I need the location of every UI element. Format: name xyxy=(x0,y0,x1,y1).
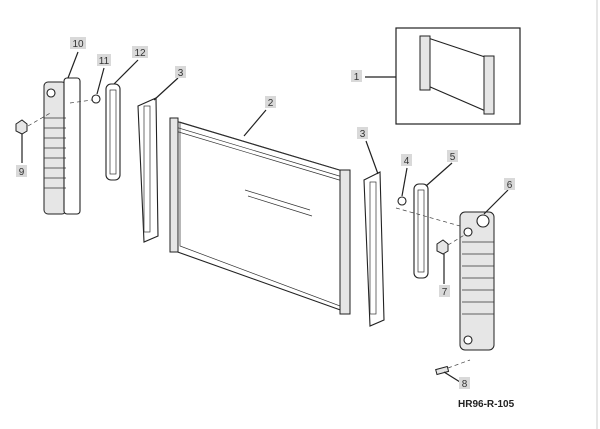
gasket-left xyxy=(105,83,121,181)
seal-right xyxy=(363,171,385,327)
callout-6: 6 xyxy=(504,178,515,191)
callout-label: 3 xyxy=(178,68,184,79)
radiator-core xyxy=(169,117,351,315)
callout-8: 8 xyxy=(459,377,470,390)
callout-label: 12 xyxy=(134,48,146,59)
callout-label: 8 xyxy=(462,379,468,390)
nut-left xyxy=(15,119,28,135)
callout-3-left: 3 xyxy=(175,66,186,79)
callout-7: 7 xyxy=(439,285,450,298)
inset-assembly-view xyxy=(395,27,521,125)
callout-label: 11 xyxy=(99,56,110,67)
gasket-right xyxy=(413,183,429,279)
plug-left xyxy=(91,94,101,104)
callout-label: 7 xyxy=(442,287,448,298)
callout-9: 9 xyxy=(16,165,27,178)
diagram-reference: HR96-R-105 xyxy=(458,399,515,410)
tank-left xyxy=(43,77,81,215)
callout-label: 10 xyxy=(72,39,84,50)
callout-2: 2 xyxy=(265,96,276,109)
callout-label: 4 xyxy=(404,156,410,167)
plug-right xyxy=(397,196,407,206)
leader-lines xyxy=(21,51,509,383)
callout-3-right: 3 xyxy=(357,127,368,140)
callout-label: 9 xyxy=(19,167,25,178)
callout-10: 10 xyxy=(70,37,86,50)
callout-4: 4 xyxy=(401,154,412,167)
callout-12: 12 xyxy=(132,46,148,59)
callout-label: 3 xyxy=(360,129,366,140)
callout-label: 6 xyxy=(507,180,513,191)
nut-right xyxy=(436,239,449,255)
callout-label: 5 xyxy=(450,152,456,163)
callout-label: 2 xyxy=(268,98,274,109)
callout-label: 1 xyxy=(354,72,360,83)
drain-plug xyxy=(435,365,450,376)
seal-left xyxy=(137,97,159,243)
callout-5: 5 xyxy=(447,150,458,163)
callout-11: 11 xyxy=(97,54,111,67)
tank-right xyxy=(459,211,495,351)
callout-1: 1 xyxy=(351,70,362,83)
